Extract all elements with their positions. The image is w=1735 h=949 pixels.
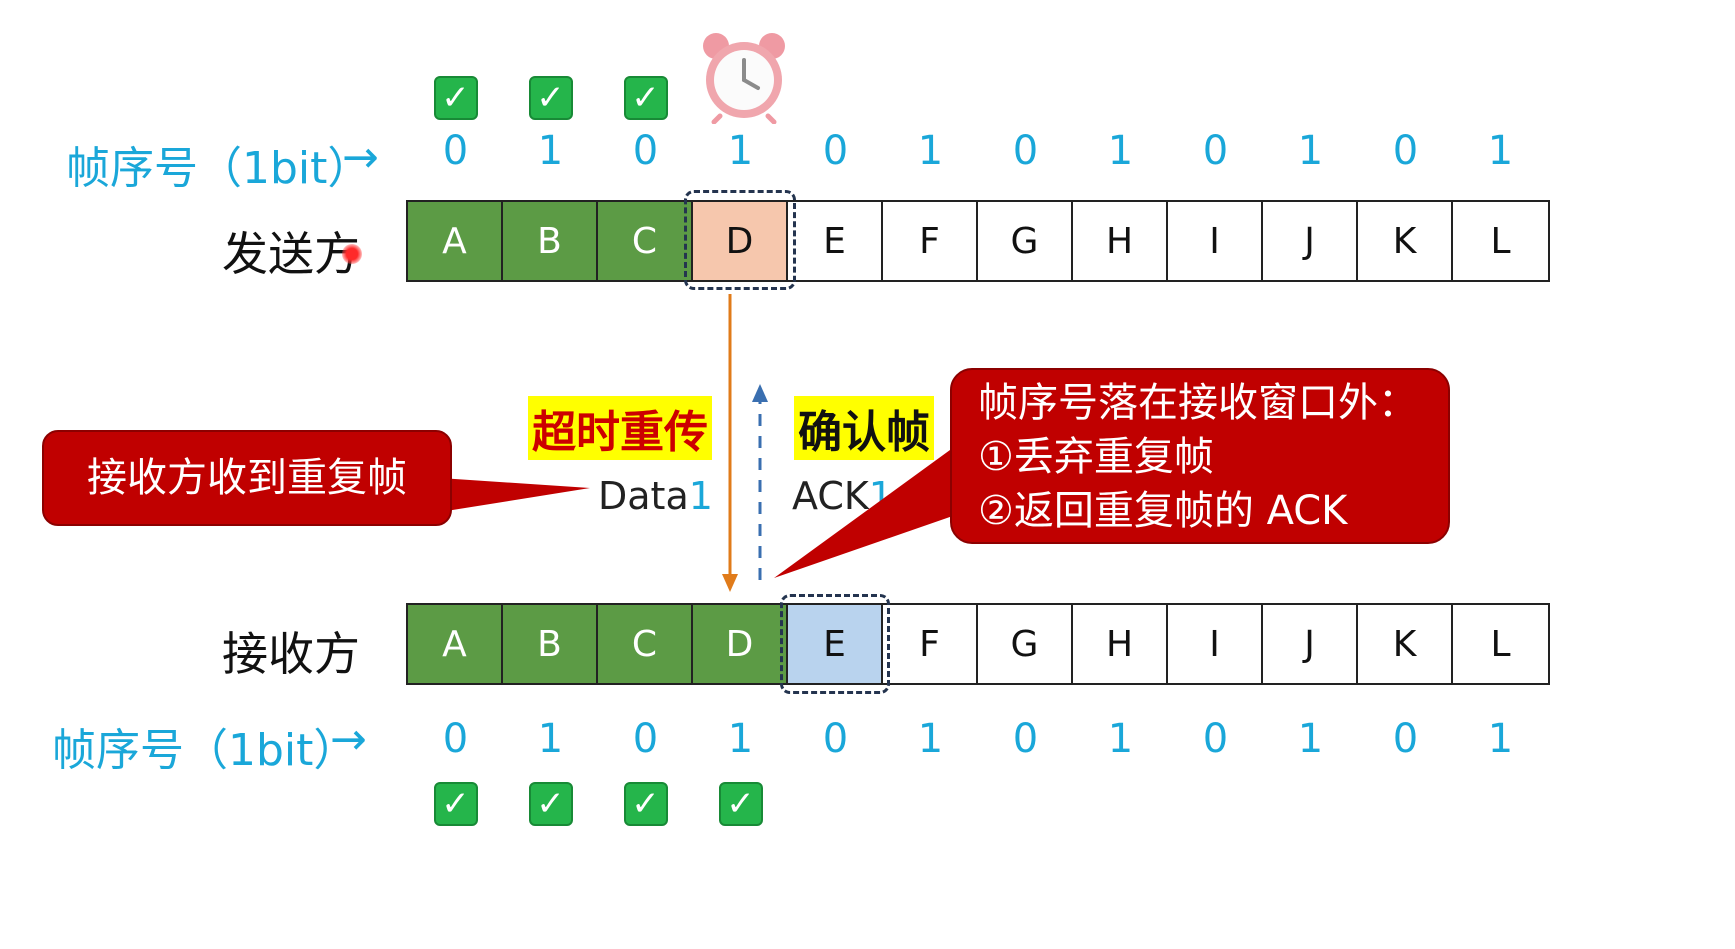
left-callout: 接收方收到重复帧 bbox=[42, 430, 452, 526]
transmission-arrows bbox=[722, 294, 768, 592]
sender-sequence-arrow-icon: → bbox=[342, 132, 379, 183]
sequence-number: 0 bbox=[442, 716, 469, 762]
sequence-number: 1 bbox=[727, 128, 754, 174]
receiver-frame-h: H bbox=[1073, 605, 1168, 683]
receiver-frame-k: K bbox=[1358, 605, 1453, 683]
sequence-number: 0 bbox=[1012, 716, 1039, 762]
sequence-number: 0 bbox=[442, 128, 469, 174]
sender-frame-f: F bbox=[883, 202, 978, 280]
right-callout-pointer bbox=[774, 450, 970, 578]
sequence-number: 0 bbox=[1392, 716, 1419, 762]
sequence-number: 1 bbox=[537, 128, 564, 174]
sequence-number: 0 bbox=[632, 128, 659, 174]
sender-frame-b: B bbox=[503, 202, 598, 280]
receiver-frame-f: F bbox=[883, 605, 978, 683]
check-icon: ✓ bbox=[718, 782, 763, 826]
sequence-number: 1 bbox=[917, 716, 944, 762]
sequence-number: 0 bbox=[1012, 128, 1039, 174]
sender-frame-h: H bbox=[1073, 202, 1168, 280]
ack-arrow-head bbox=[752, 384, 768, 402]
sender-frame-c: C bbox=[598, 202, 693, 280]
sender-frame-l: L bbox=[1490, 220, 1511, 262]
right-callout-line-2: ①丢弃重复帧 bbox=[978, 434, 1214, 480]
check-icon: ✓ bbox=[528, 782, 573, 826]
red-cursor-dot-icon bbox=[342, 244, 362, 264]
sequence-number: 1 bbox=[1107, 716, 1134, 762]
check-icon: ✓ bbox=[433, 782, 478, 826]
sender-frame-e: E bbox=[788, 202, 883, 280]
sequence-number: 0 bbox=[1202, 716, 1229, 762]
receiver-frame-g: G bbox=[978, 605, 1073, 683]
sender-frame-j: J bbox=[1263, 202, 1358, 280]
receiver-sequence-arrow-icon: → bbox=[330, 714, 367, 765]
ack-frame-label: 确认帧 bbox=[794, 396, 934, 460]
data-message-label: Data1 bbox=[598, 474, 713, 518]
left-callout-pointer bbox=[440, 478, 590, 512]
timeout-retransmit-label: 超时重传 bbox=[528, 396, 712, 460]
sequence-number: 1 bbox=[1297, 128, 1324, 174]
receiver-frame-d: D bbox=[693, 605, 788, 683]
sequence-number: 1 bbox=[537, 716, 564, 762]
sequence-number: 1 bbox=[917, 128, 944, 174]
check-icon: ✓ bbox=[623, 782, 668, 826]
sequence-number: 0 bbox=[822, 128, 849, 174]
left-callout-text: 接收方收到重复帧 bbox=[87, 455, 407, 501]
right-callout-line-1: 帧序号落在接收窗口外： bbox=[978, 380, 1418, 426]
right-callout-line-3: ②返回重复帧的 ACK bbox=[978, 488, 1348, 534]
receiver-frame-l: L bbox=[1490, 623, 1511, 665]
sender-frame-g: G bbox=[978, 202, 1073, 280]
check-icon: ✓ bbox=[528, 76, 573, 120]
sequence-number: 1 bbox=[1107, 128, 1134, 174]
alarm-clock-icon bbox=[703, 33, 785, 124]
sequence-number: 1 bbox=[1297, 716, 1324, 762]
sender-window-box bbox=[684, 190, 796, 290]
receiver-label: 接收方 bbox=[222, 627, 360, 681]
data-arrow-head bbox=[722, 574, 738, 592]
sender-label: 发送方 bbox=[222, 227, 360, 281]
sequence-number: 1 bbox=[727, 716, 754, 762]
receiver-frame-c: C bbox=[598, 605, 693, 683]
sequence-number: 0 bbox=[1392, 128, 1419, 174]
sequence-number: 1 bbox=[1487, 716, 1514, 762]
sender-frame-k: K bbox=[1358, 202, 1453, 280]
receiver-sequence-label: 帧序号（1bit） bbox=[52, 725, 358, 776]
sequence-number: 1 bbox=[1487, 128, 1514, 174]
sender-frame-a: A bbox=[408, 202, 503, 280]
sender-frame-i: I bbox=[1168, 202, 1263, 280]
sender-sequence-label: 帧序号（1bit） bbox=[66, 143, 372, 194]
receiver-frame-i: I bbox=[1168, 605, 1263, 683]
receiver-frame-a: A bbox=[408, 605, 503, 683]
sequence-number: 0 bbox=[632, 716, 659, 762]
receiver-frame-e: E bbox=[788, 605, 883, 683]
receiver-frame-j: J bbox=[1263, 605, 1358, 683]
sender-frame-d: D bbox=[693, 202, 788, 280]
receiver-window-box bbox=[780, 594, 890, 694]
sequence-number: 0 bbox=[822, 716, 849, 762]
sequence-number: 0 bbox=[1202, 128, 1229, 174]
check-icon: ✓ bbox=[433, 76, 478, 120]
right-callout: 帧序号落在接收窗口外： ①丢弃重复帧 ②返回重复帧的 ACK bbox=[950, 368, 1450, 544]
check-icon: ✓ bbox=[623, 76, 668, 120]
receiver-frame-b: B bbox=[503, 605, 598, 683]
